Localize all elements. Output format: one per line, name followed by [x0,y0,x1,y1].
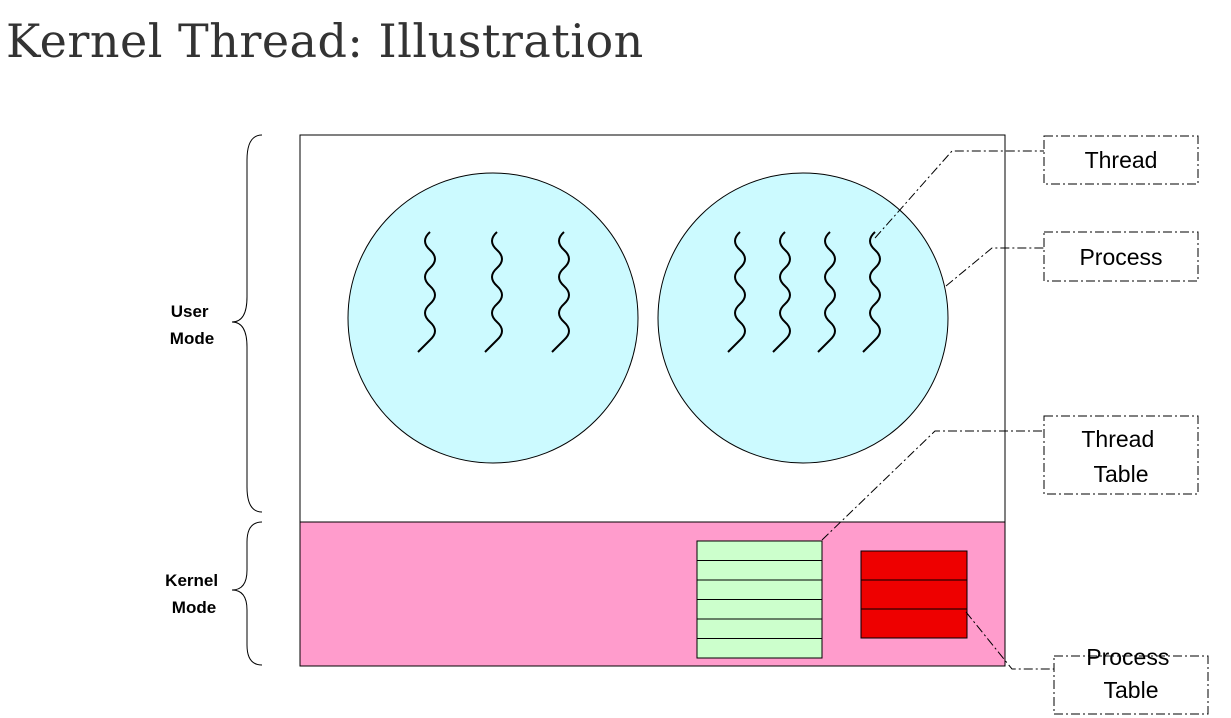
thread-callout-line1: Thread [1085,147,1158,173]
thread-squiggle [862,231,881,353]
thread-callout-label: Thread [1085,147,1158,173]
table-row [860,550,968,581]
thread-squiggle [551,231,570,353]
thread-callout-box [1043,135,1199,185]
thread-table-callout-label: Thread Table [1081,426,1160,487]
table-row [860,608,968,639]
process-table-callout-box [1053,655,1209,715]
process-table [860,550,968,639]
user-mode-brace [231,134,263,513]
thread-squiggle [772,231,791,353]
table-row [696,540,823,561]
process-1-threads [417,231,570,353]
process-callout-box [1043,231,1199,282]
thread-squiggle [484,231,503,353]
table-row [696,579,823,600]
user-mode-label-line1: User [171,302,209,321]
process-table-callout-label: Process Table [1086,644,1175,703]
kernel-mode-label-line1: Kernel [165,571,218,590]
process-callout-line1: Process [1079,244,1162,270]
kernel-mode-label: Kernel Mode [165,571,223,617]
process-table-callout-line1: Process [1086,644,1169,670]
thread-table [696,540,823,659]
table-row [696,599,823,620]
process-table-callout-line2: Table [1104,677,1159,703]
table-row [696,638,823,659]
process-circle [657,172,949,464]
thread-table-callout-box [1043,415,1199,495]
kernel-mode-label-line2: Mode [172,598,216,617]
thread-squiggle [727,231,746,353]
table-row [696,618,823,639]
user-mode-label-line2: Mode [170,329,214,348]
thread-table-leader-line [821,430,1044,541]
thread-table-callout-line2: Table [1094,461,1149,487]
thread-squiggle [417,231,436,353]
thread-leader-line [874,150,1044,239]
kernel-mode-brace [231,521,263,666]
slide-title: Kernel Thread: Illustration [6,14,644,68]
table-row [860,579,968,610]
thread-table-callout-line1: Thread [1081,426,1154,452]
process-table-leader-line [965,611,1054,670]
process-leader-line [945,247,1044,287]
table-row [696,560,823,581]
process-callout-label: Process [1079,244,1162,270]
user-mode-label: User Mode [170,302,214,348]
thread-squiggle [817,231,836,353]
process-2-threads [727,231,881,353]
